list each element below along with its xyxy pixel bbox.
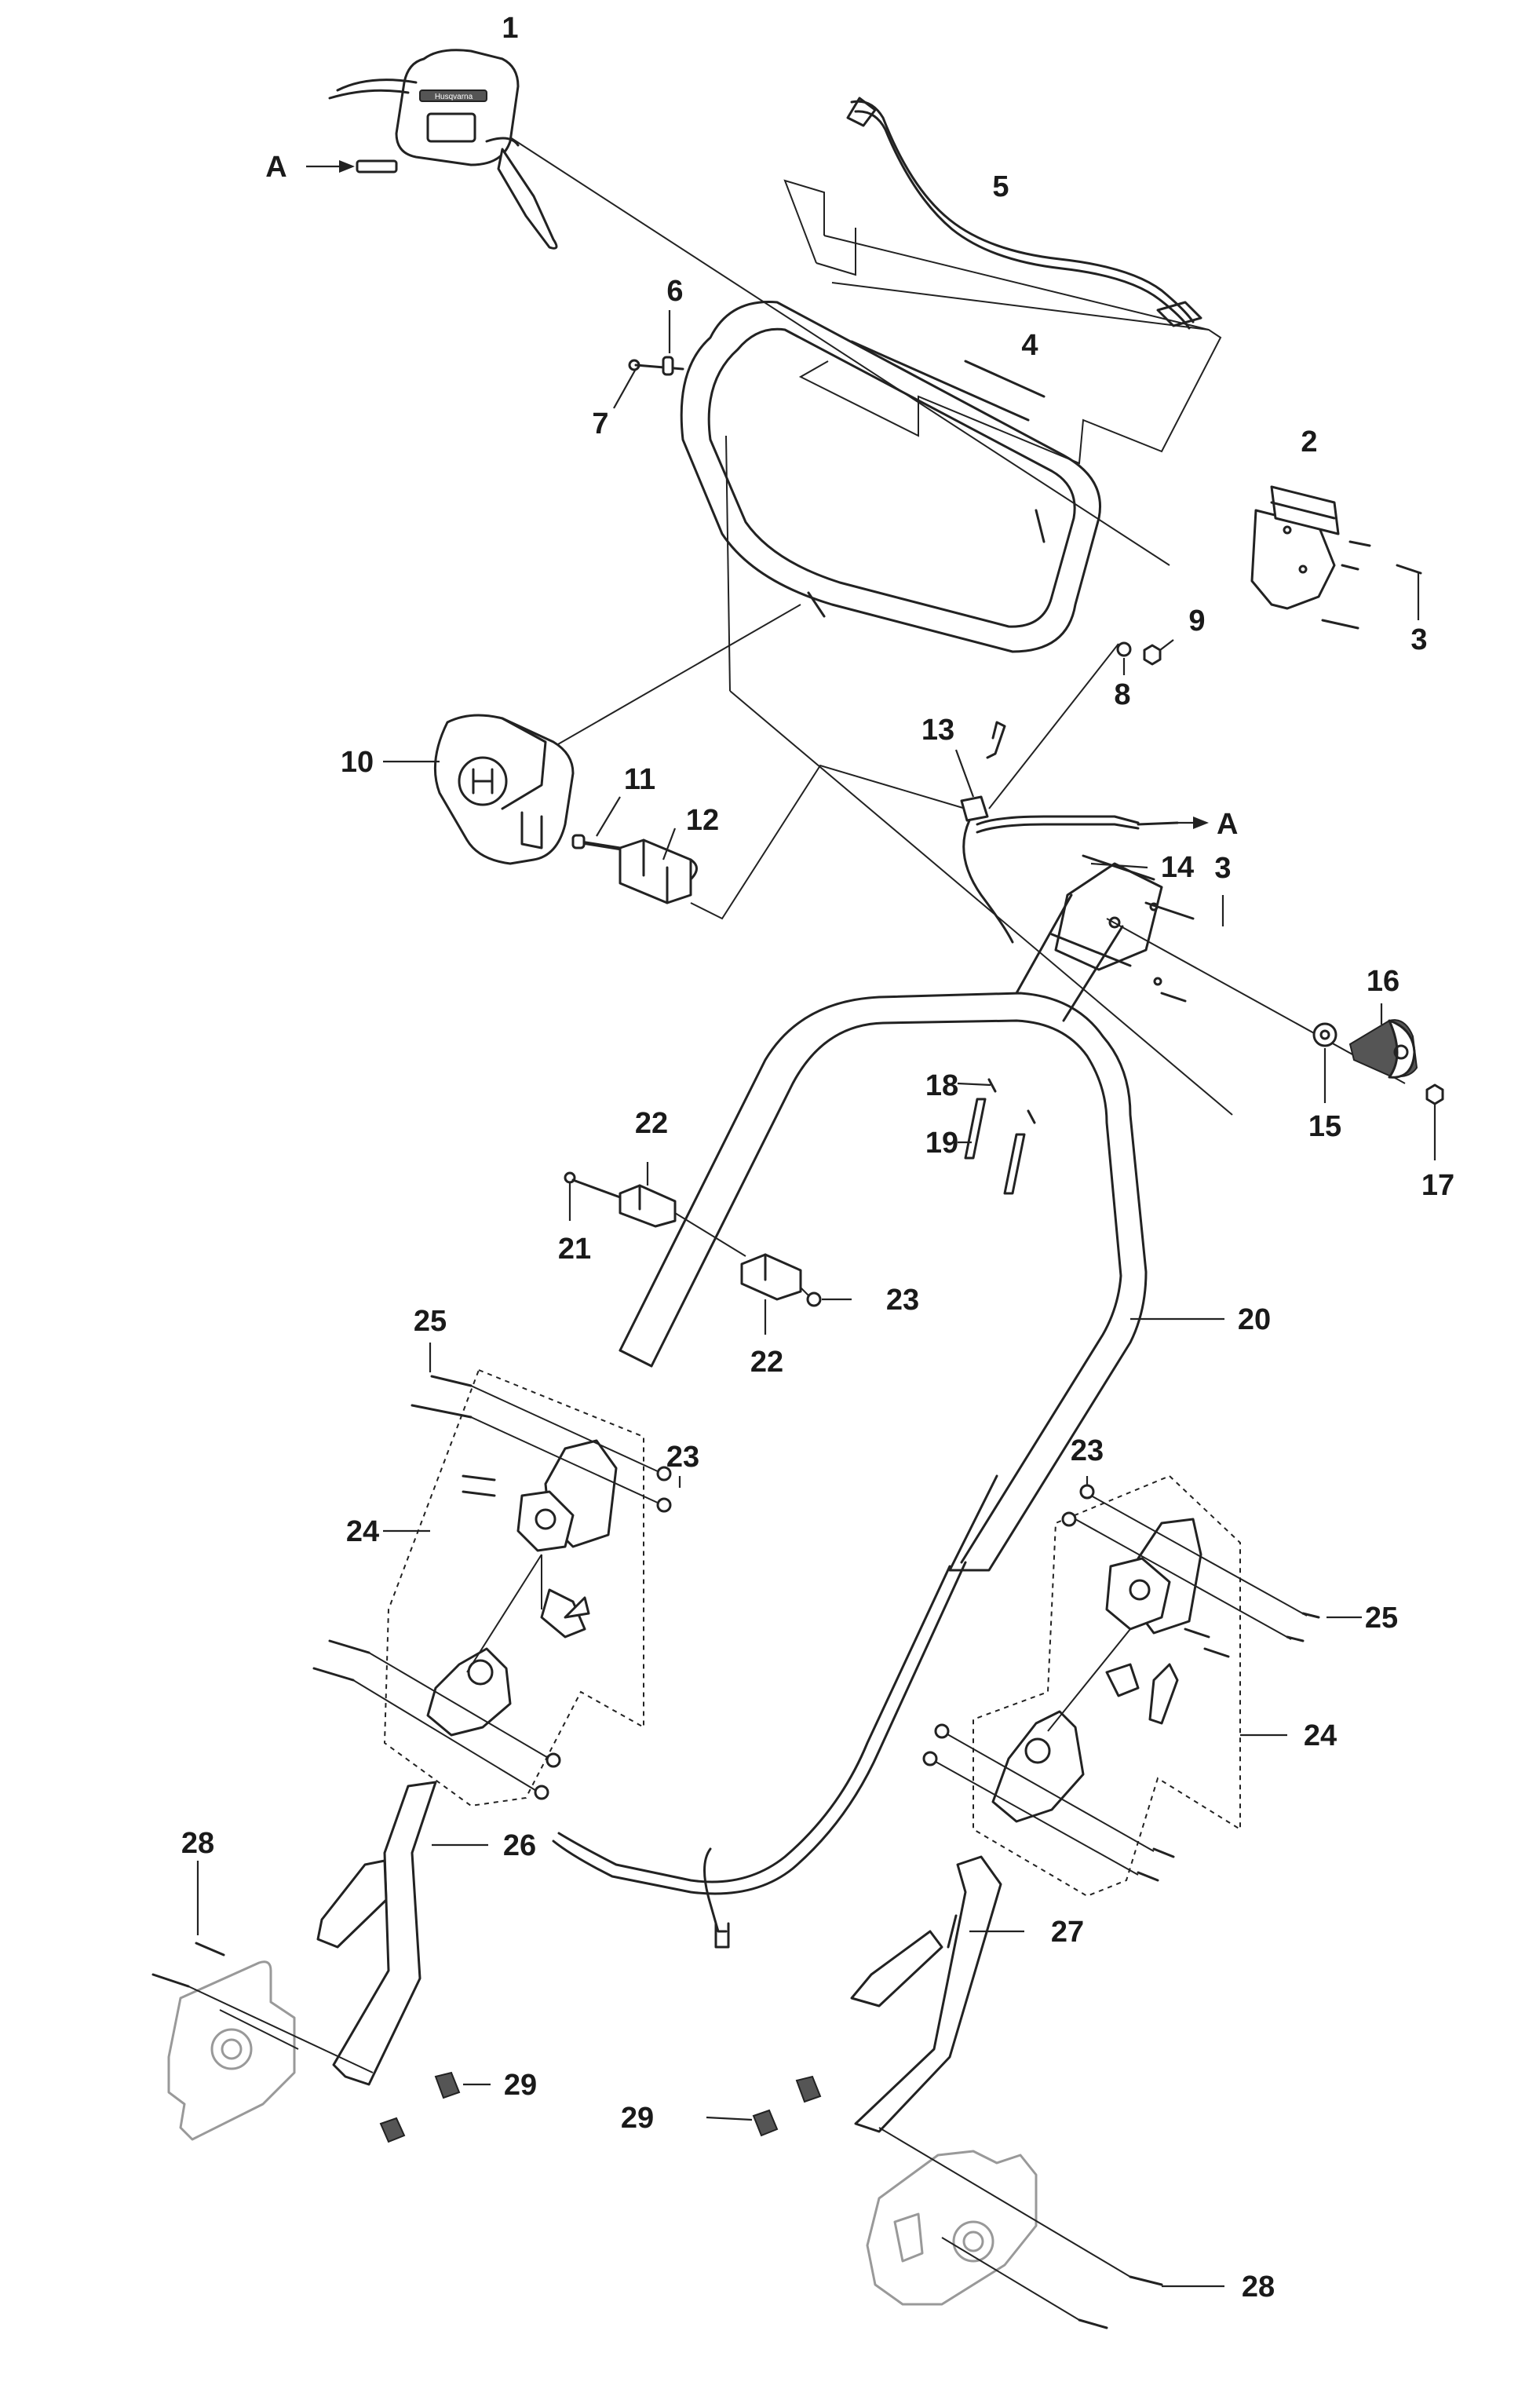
nut-23a xyxy=(806,1291,822,1307)
screws-3 xyxy=(1321,540,1422,630)
callout-22b: 22 xyxy=(750,1346,783,1379)
washer-8 xyxy=(1116,641,1132,657)
nut-17 xyxy=(1425,1083,1444,1105)
callout-21: 21 xyxy=(558,1233,591,1266)
bolt-19 xyxy=(964,1098,1026,1195)
husqvarna-logo-text: Husqvarna xyxy=(435,93,473,101)
upper-handle xyxy=(680,301,1101,653)
cable-lower xyxy=(552,1561,967,1895)
callout-14: 14 xyxy=(1161,851,1194,884)
callout-3b: 3 xyxy=(1214,852,1231,885)
bolts-25-right xyxy=(929,1495,1320,1882)
frame-upper xyxy=(783,179,1222,465)
clamp-22a xyxy=(619,1184,677,1228)
callout-26: 26 xyxy=(503,1829,536,1862)
callout-17: 17 xyxy=(1421,1169,1454,1202)
callout-18: 18 xyxy=(925,1069,958,1102)
clamp-22b xyxy=(740,1253,802,1301)
callout-23a: 23 xyxy=(886,1284,919,1317)
bolt-21 xyxy=(564,1171,622,1199)
callout-27: 27 xyxy=(1051,1916,1084,1949)
frame-24-right xyxy=(973,1474,1241,1898)
lower-handle xyxy=(619,893,1148,1572)
callout-28a: 28 xyxy=(181,1827,214,1860)
callout-29a: 29 xyxy=(504,2069,537,2102)
callout-24a: 24 xyxy=(346,1515,379,1548)
callout-25a: 25 xyxy=(414,1305,447,1338)
callout-labels: 1 2 3 3 4 5 6 7 8 9 10 11 12 13 14 15 16… xyxy=(181,12,1454,2303)
callout-11: 11 xyxy=(624,763,655,796)
callout-28b: 28 xyxy=(1242,2271,1275,2303)
callout-1: 1 xyxy=(502,12,518,45)
screws-3b xyxy=(1144,901,1195,1003)
callout-22a: 22 xyxy=(635,1107,668,1140)
callout-20: 20 xyxy=(1238,1303,1271,1336)
connection-mark-a-right: A xyxy=(1217,808,1238,841)
callout-16: 16 xyxy=(1367,965,1400,998)
nuts-23-right xyxy=(922,1484,1095,1766)
bolts-25-left xyxy=(312,1375,660,1795)
washer-15 xyxy=(1312,1022,1337,1047)
callout-5: 5 xyxy=(992,170,1009,203)
right-bracket-plate xyxy=(866,2150,1038,2306)
cover-10 xyxy=(433,714,575,865)
callout-13: 13 xyxy=(921,714,954,747)
callout-9: 9 xyxy=(1188,605,1205,638)
right-adjuster xyxy=(991,1518,1202,1823)
clamp-12 xyxy=(619,838,698,904)
cable-clip-13 xyxy=(960,721,1006,822)
callout-2: 2 xyxy=(1301,426,1317,459)
callout-23c: 23 xyxy=(1071,1434,1104,1467)
callout-4: 4 xyxy=(1021,329,1038,362)
callout-15: 15 xyxy=(1308,1110,1341,1143)
left-bracket-plate xyxy=(167,1960,296,2141)
cable-5 xyxy=(850,100,1195,323)
bushings-29-left xyxy=(379,2071,461,2143)
nut-9 xyxy=(1143,644,1162,666)
callout-12: 12 xyxy=(686,804,719,837)
bolts-28-left xyxy=(151,1942,374,2073)
control-handle: Husqvarna xyxy=(328,49,558,250)
callout-8: 8 xyxy=(1114,678,1130,711)
bushings-29-right xyxy=(752,2075,822,2137)
knob-16 xyxy=(1348,1019,1418,1079)
callout-10: 10 xyxy=(341,746,374,779)
bracket-14 xyxy=(1050,854,1163,986)
lower-tube-right xyxy=(850,1855,1002,2133)
callout-7: 7 xyxy=(592,407,608,440)
callout-19: 19 xyxy=(925,1127,958,1160)
callout-24b: 24 xyxy=(1304,1719,1337,1752)
bracket-2 xyxy=(1250,485,1340,610)
bolts-28-right xyxy=(878,2127,1163,2329)
pin-18 xyxy=(987,1078,1036,1124)
connection-mark-a-left: A xyxy=(265,151,286,184)
callout-25b: 25 xyxy=(1365,1602,1398,1635)
bolt-7 xyxy=(628,356,684,376)
left-adjuster xyxy=(426,1439,618,1737)
callout-29b: 29 xyxy=(621,2102,654,2135)
nuts-23-left xyxy=(534,1466,672,1800)
callout-23b: 23 xyxy=(666,1441,699,1474)
frame-24-left xyxy=(383,1368,644,1807)
callout-3a: 3 xyxy=(1410,623,1427,656)
bolt-11 xyxy=(571,834,622,849)
callout-6: 6 xyxy=(666,275,683,308)
lower-tube-left xyxy=(316,1781,437,2086)
